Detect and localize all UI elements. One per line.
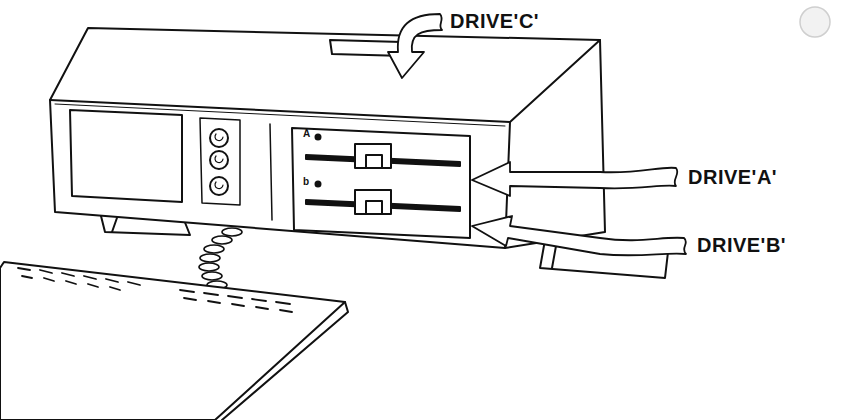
punch-hole bbox=[800, 7, 830, 37]
system-unit bbox=[50, 28, 605, 248]
drive-label: DRIVE'C' bbox=[450, 10, 539, 33]
callout-arrows bbox=[388, 14, 686, 255]
drive-letter: b bbox=[303, 176, 310, 187]
keyboard bbox=[0, 262, 348, 420]
drive-label: DRIVE'A' bbox=[688, 166, 777, 189]
drive-letter: A bbox=[303, 128, 311, 139]
drive-label: DRIVE'B' bbox=[697, 234, 786, 257]
